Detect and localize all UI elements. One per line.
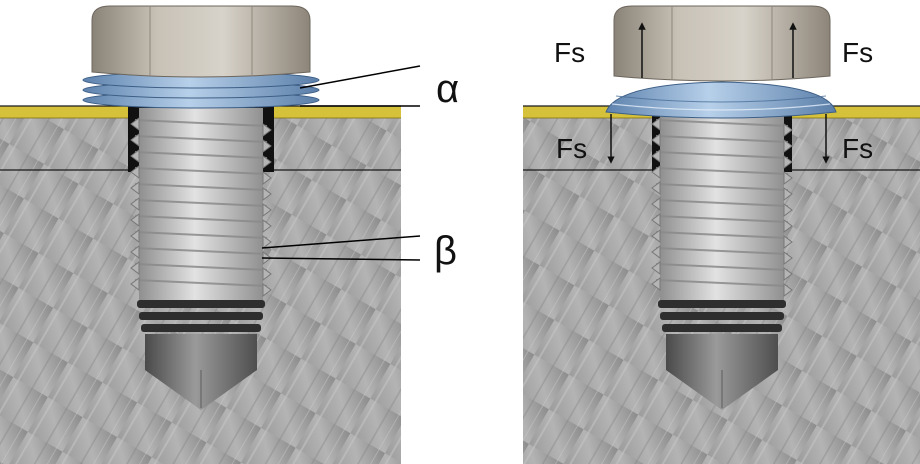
beta-lead-line-1 xyxy=(261,235,421,249)
left-assembly: α β xyxy=(0,5,459,464)
fs-label-top-right: Fs xyxy=(842,37,873,68)
right-bolt xyxy=(651,107,793,411)
fs-label-bottom-left: Fs xyxy=(556,133,587,164)
beta-label: β xyxy=(434,229,457,273)
alpha-label: α xyxy=(436,67,459,111)
left-bolt xyxy=(130,107,272,411)
left-bolt-head xyxy=(91,5,311,78)
alpha-lead-line-1 xyxy=(299,65,421,89)
right-washer xyxy=(605,81,837,119)
beta-lead-line-2 xyxy=(261,257,421,261)
fs-label-top-left: Fs xyxy=(554,37,585,68)
fs-label-bottom-right: Fs xyxy=(842,133,873,164)
right-bolt-head xyxy=(613,5,831,82)
right-assembly: Fs Fs Fs Fs xyxy=(523,5,920,464)
